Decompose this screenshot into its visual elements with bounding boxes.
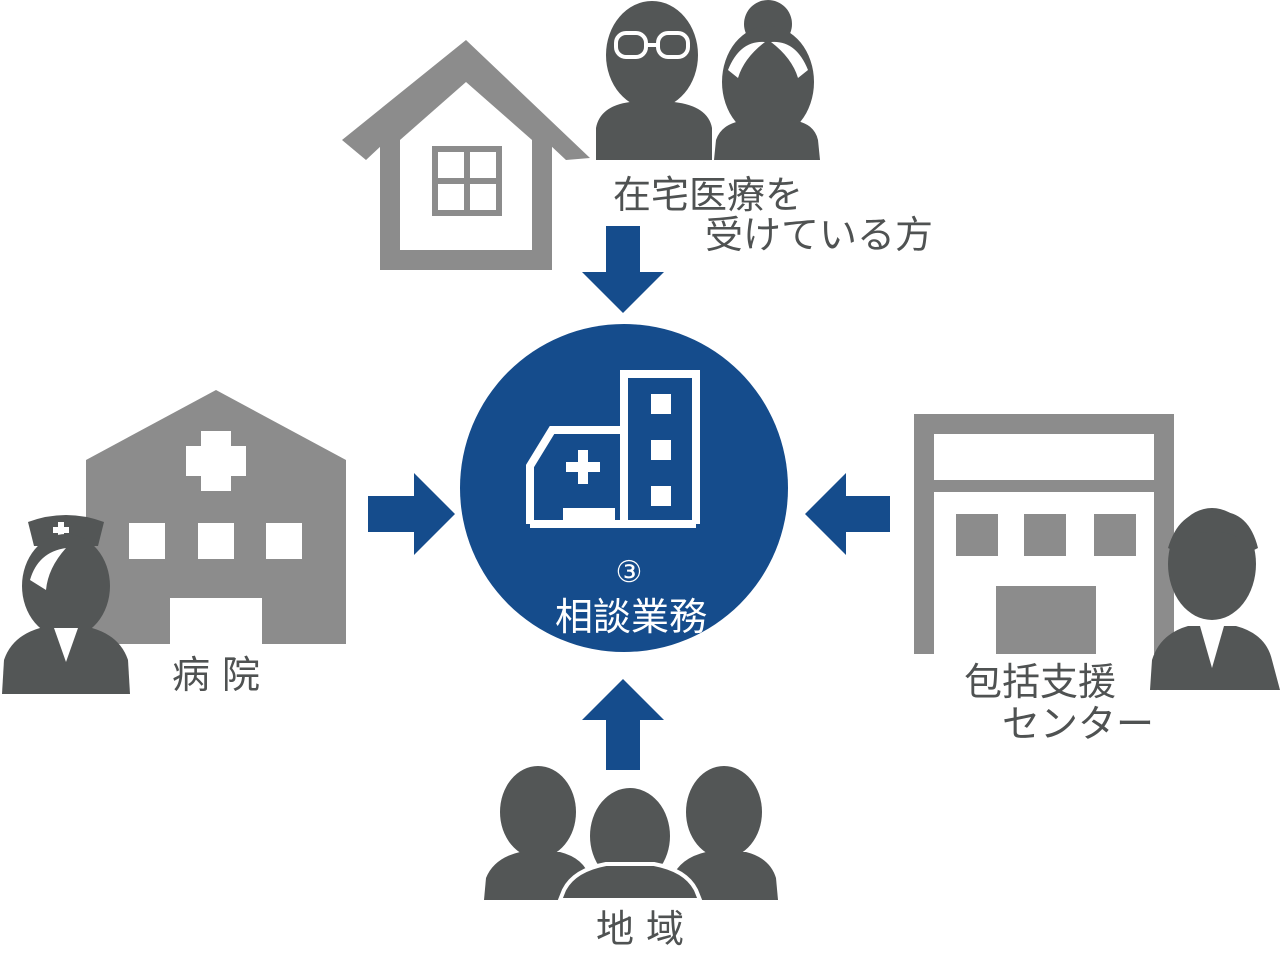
- center-consultation-node: ③ 相談業務: [460, 324, 788, 652]
- support-center-label-line1: 包括支援: [964, 660, 1116, 704]
- arrow-up-icon: [582, 679, 664, 770]
- support-center-label-line2: センター: [1002, 702, 1154, 746]
- staff-person-icon: [1150, 508, 1280, 690]
- elderly-man-icon: [596, 1, 712, 160]
- support-center-building-icon: [914, 414, 1174, 654]
- center-number: ③: [616, 555, 643, 590]
- arrow-right-icon: [368, 473, 455, 555]
- home-patient-label-line1: 在宅医療を: [613, 173, 803, 217]
- community-label: 地 域: [596, 907, 684, 951]
- home-patient-label-line2: 受けている方: [705, 213, 933, 257]
- house-icon: [342, 40, 590, 270]
- hospital-icon: [86, 390, 346, 644]
- nurse-icon: [2, 515, 130, 694]
- community-people-icon: [484, 766, 778, 902]
- hospital-label: 病 院: [172, 653, 260, 697]
- arrow-down-icon: [582, 226, 664, 313]
- person-center-icon: [557, 784, 703, 902]
- arrow-left-icon: [805, 473, 890, 555]
- center-label: 相談業務: [555, 595, 707, 639]
- elderly-woman-icon: [714, 0, 820, 160]
